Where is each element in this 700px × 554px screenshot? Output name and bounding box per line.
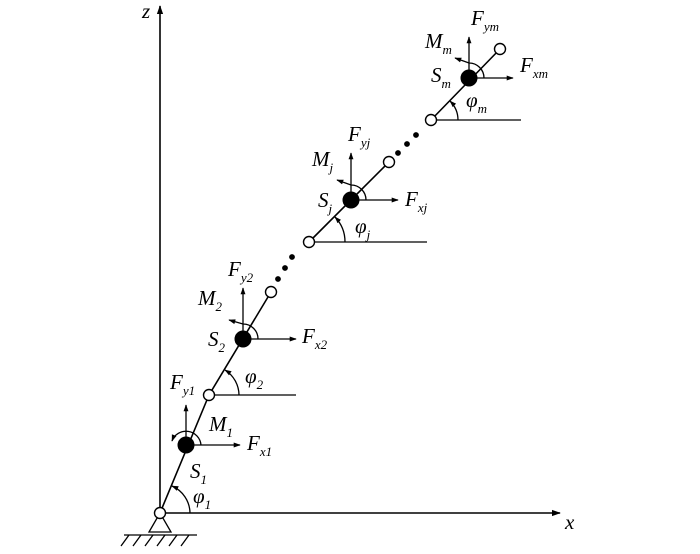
label-phi1: φ1 bbox=[193, 484, 211, 512]
label-fx1: Fx1 bbox=[246, 431, 272, 459]
joint-m-end bbox=[493, 42, 507, 56]
moment-m2-arc bbox=[228, 319, 259, 340]
labels-link-2: S2 φ2 M2 Fx2 Fy2 bbox=[197, 257, 328, 392]
label-phim: φm bbox=[466, 88, 487, 116]
label-mm: Mm bbox=[424, 29, 452, 57]
joint-base bbox=[153, 506, 167, 520]
joint-j bbox=[302, 235, 316, 249]
joint-j-end bbox=[382, 155, 396, 169]
x-axis-label: x bbox=[564, 510, 575, 534]
label-fy1: Fy1 bbox=[169, 370, 195, 398]
angle-arc-2 bbox=[224, 369, 240, 396]
label-s2: S2 bbox=[208, 327, 226, 355]
joint-2 bbox=[202, 388, 216, 402]
label-m1: M1 bbox=[208, 412, 233, 440]
mass-center-2 bbox=[234, 330, 252, 348]
label-phij: φj bbox=[355, 214, 371, 242]
ellipsis-dots-upper bbox=[395, 132, 419, 156]
reference-lines bbox=[209, 119, 521, 396]
label-fyj: Fyj bbox=[347, 122, 371, 150]
ground-hatching bbox=[120, 534, 190, 547]
support-triangle bbox=[147, 511, 173, 533]
angle-arc-j bbox=[334, 216, 346, 243]
z-axis-label: z bbox=[141, 0, 150, 23]
force-arrows bbox=[183, 36, 514, 448]
label-fy2: Fy2 bbox=[227, 257, 254, 285]
joint-2-end bbox=[264, 285, 278, 299]
ground-support bbox=[120, 511, 197, 547]
angle-arc-1 bbox=[171, 485, 191, 514]
joint-m bbox=[424, 113, 438, 127]
angle-arcs bbox=[171, 100, 459, 514]
label-sj: Sj bbox=[318, 188, 333, 216]
labels-link-m: Sm φm Mm Fxm Fym bbox=[424, 6, 548, 116]
label-m2: M2 bbox=[197, 286, 223, 314]
mass-center-m bbox=[460, 69, 478, 87]
label-fxj: Fxj bbox=[404, 187, 428, 215]
label-mj: Mj bbox=[311, 147, 334, 175]
moment-arcs bbox=[171, 57, 485, 446]
joints bbox=[153, 42, 507, 520]
label-sm: Sm bbox=[431, 63, 451, 91]
moment-m1-arc bbox=[171, 430, 202, 446]
mass-center-j bbox=[342, 191, 360, 209]
label-fx2: Fx2 bbox=[301, 324, 328, 352]
mass-center-1 bbox=[177, 436, 195, 454]
ellipsis-dots-lower bbox=[275, 254, 295, 282]
moment-mm-arc bbox=[454, 57, 485, 79]
labels-link-j: Sj φj Mj Fxj Fyj bbox=[311, 122, 428, 242]
label-s1: S1 bbox=[190, 459, 207, 487]
link-1-rod bbox=[159, 394, 210, 514]
moment-mj-arc bbox=[336, 179, 367, 201]
label-fxm: Fxm bbox=[519, 53, 548, 81]
link-rods bbox=[159, 48, 501, 514]
label-fym: Fym bbox=[470, 6, 499, 34]
axes: z x bbox=[141, 0, 575, 534]
angle-arc-m bbox=[449, 100, 459, 121]
label-phi2: φ2 bbox=[245, 364, 264, 392]
mass-centers bbox=[177, 69, 478, 454]
labels-link-1: S1 φ1 M1 Fx1 Fy1 bbox=[169, 370, 272, 512]
